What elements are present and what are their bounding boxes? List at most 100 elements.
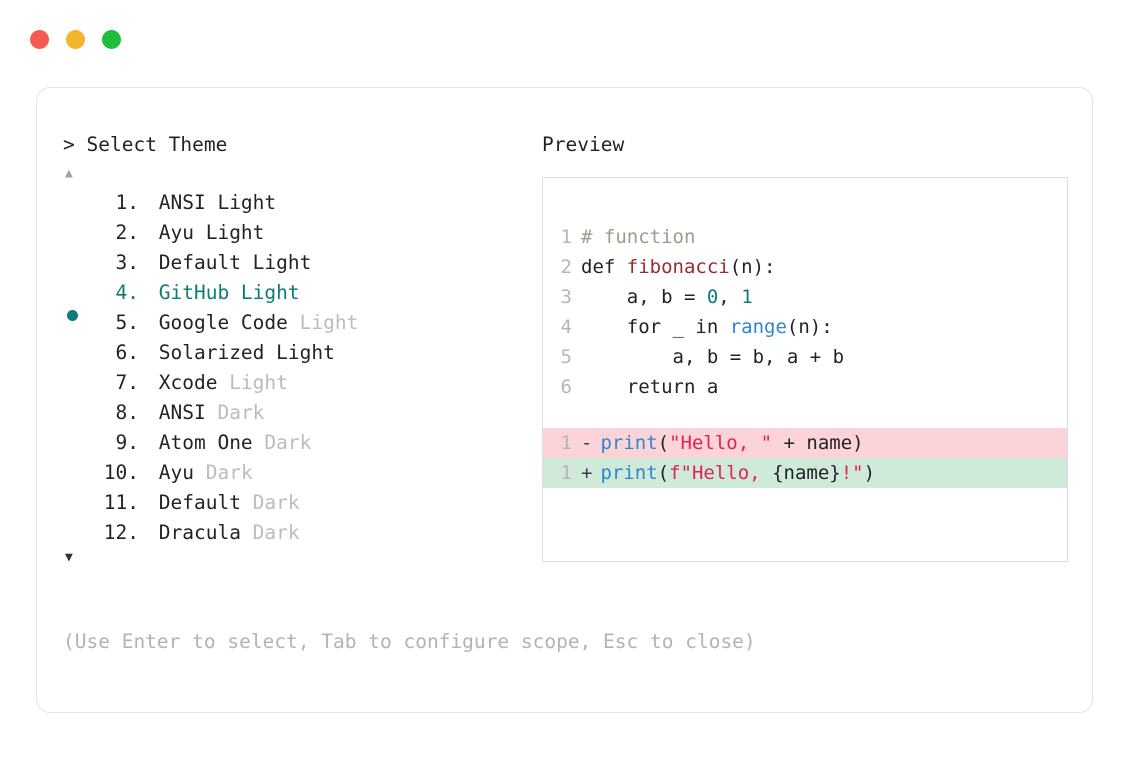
code-token: return a (581, 376, 719, 398)
code-token: a, b = b, a + b (581, 346, 845, 368)
diff-sign: + (581, 462, 593, 484)
theme-list-item[interactable]: 7. Xcode Light (63, 368, 533, 398)
diff-line-plus: 1 + print(f"Hello, {name}!") (543, 458, 1067, 488)
theme-list-item[interactable]: 6. Solarized Light (63, 338, 533, 368)
theme-list-item[interactable]: 1. ANSI Light (63, 188, 533, 218)
theme-item-gap (139, 368, 159, 398)
theme-item-gap (139, 488, 159, 518)
close-button[interactable] (30, 30, 49, 49)
page-title: Select Theme (86, 133, 228, 156)
theme-item-variant: Light (217, 371, 288, 394)
line-number: 6 (560, 376, 572, 398)
theme-item-gap (139, 248, 159, 278)
diff-sign: - (581, 432, 593, 454)
theme-item-name: ANSI Light (158, 191, 277, 214)
theme-item-index: 11. (103, 491, 139, 514)
preview-title: Preview (542, 133, 625, 156)
code-content: a, b = 0, 1 (581, 282, 753, 312)
theme-item-variant: Dark (205, 401, 265, 424)
theme-item-variant: Light (287, 311, 359, 334)
theme-item-name: Xcode (158, 371, 218, 394)
theme-item-variant: Dark (252, 431, 312, 454)
theme-item-index: 5. (115, 311, 139, 334)
code-token: (n): (786, 316, 833, 338)
line-number: 1 (560, 432, 572, 454)
code-token: print (600, 432, 658, 454)
theme-item-gap (139, 188, 159, 218)
theme-list-item[interactable]: 5. Google Code Light (63, 308, 533, 338)
theme-list-item[interactable]: 9. Atom One Dark (63, 428, 533, 458)
theme-item-index: 1. (115, 191, 139, 214)
theme-list-item[interactable]: 4. GitHub Light (63, 278, 533, 321)
theme-item-index: 8. (115, 401, 139, 424)
line-number: 4 (560, 316, 572, 338)
theme-item-index: 6. (115, 341, 139, 364)
theme-item-index: 12. (103, 521, 139, 544)
prompt-caret-icon: > (63, 133, 75, 156)
theme-item-index: 10. (103, 461, 139, 484)
theme-item-gap (139, 308, 159, 338)
keyboard-hint: (Use Enter to select, Tab to configure s… (63, 630, 756, 653)
theme-item-gap (139, 278, 159, 308)
code-spacer (543, 402, 1067, 428)
theme-item-index: 2. (115, 221, 139, 244)
code-token: def (581, 256, 627, 278)
theme-item-index: 7. (115, 371, 139, 394)
theme-list-item[interactable]: 12. Dracula Dark (63, 518, 533, 548)
code-token: for _ in (581, 316, 730, 338)
code-token: 0 (706, 286, 719, 308)
theme-item-gap (139, 518, 159, 548)
prompt-header: > Select Theme (63, 132, 533, 158)
code-line: 5 a, b = b, a + b (543, 342, 1067, 372)
theme-item-gap (139, 458, 159, 488)
theme-list-item[interactable]: 10. Ayu Dark (63, 458, 533, 488)
theme-item-variant: Dark (193, 461, 253, 484)
theme-item-gap (139, 218, 159, 248)
theme-item-variant: Dark (240, 491, 300, 514)
diff-block: 1-print("Hello, " + name)1+print(f"Hello… (543, 428, 1067, 488)
code-content: print(f"Hello, {name}!") (600, 458, 875, 488)
theme-item-name: Google Code (158, 311, 288, 334)
theme-item-name: ANSI (158, 401, 206, 424)
maximize-button[interactable] (102, 30, 121, 49)
theme-item-index: 3. (115, 251, 139, 274)
theme-item-gap (139, 338, 159, 368)
code-token: # function (581, 226, 696, 248)
theme-list-item[interactable]: 8. ANSI Dark (63, 398, 533, 428)
code-line: 3 a, b = 0, 1 (543, 282, 1067, 312)
window-traffic-lights (30, 30, 121, 49)
line-number: 1 (560, 226, 572, 248)
line-number: 5 (560, 346, 572, 368)
code-token: fibonacci (626, 256, 730, 278)
scroll-up-icon[interactable]: ▲ (65, 166, 73, 181)
diff-line-minus: 1-print("Hello, " + name) (543, 428, 1067, 458)
code-line: 4 for _ in range(n): (543, 312, 1067, 342)
code-content: a, b = b, a + b (581, 342, 845, 372)
code-line: 1 # function (543, 222, 1067, 252)
theme-item-name: Atom One (158, 431, 253, 454)
code-token: "Hello, " (669, 432, 773, 454)
theme-item-index: 9. (115, 431, 139, 454)
theme-list-item[interactable]: 11. Default Dark (63, 488, 533, 518)
theme-list-item[interactable]: 2. Ayu Light (63, 218, 533, 248)
theme-item-variant: Dark (240, 521, 300, 544)
code-token: ) (863, 462, 876, 484)
theme-item-name: Solarized Light (158, 341, 335, 364)
code-content: for _ in range(n): (581, 312, 833, 342)
theme-item-gap (139, 428, 159, 458)
theme-list-item[interactable]: 3. Default Light (63, 248, 533, 278)
scroll-down-icon[interactable]: ▼ (65, 550, 73, 565)
line-number: 1 (560, 462, 572, 484)
code-content: # function (581, 222, 695, 252)
minimize-button[interactable] (66, 30, 85, 49)
theme-item-name: Ayu (158, 461, 194, 484)
code-token: range (729, 316, 787, 338)
code-token: {name} (772, 462, 841, 484)
